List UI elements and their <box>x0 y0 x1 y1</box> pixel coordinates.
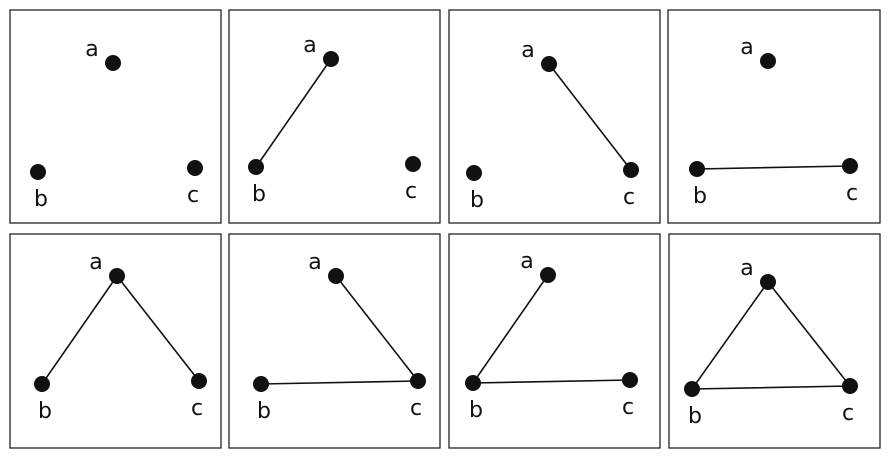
vertex-label-b: b <box>38 399 52 424</box>
vertex-label-b: b <box>470 188 484 213</box>
vertex-a <box>760 53 776 69</box>
edge-b-c <box>696 165 851 170</box>
edge-a-c <box>335 275 419 382</box>
graph-panel-3: a b c <box>448 9 661 224</box>
edge-b-c <box>260 380 419 385</box>
edge-a-b <box>41 275 118 385</box>
vertex-c <box>842 378 858 394</box>
vertex-label-a: a <box>740 256 753 281</box>
vertex-label-a: a <box>308 250 321 275</box>
vertex-label-a: a <box>303 33 316 58</box>
edge-a-b <box>255 58 332 168</box>
panel-frame <box>9 9 222 224</box>
vertex-c <box>842 158 858 174</box>
edge-b-c <box>472 379 631 384</box>
panel-frame <box>228 233 441 449</box>
vertex-b <box>684 381 700 397</box>
vertex-a <box>328 268 344 284</box>
vertex-label-b: b <box>34 187 48 212</box>
vertex-b <box>253 376 269 392</box>
vertex-b <box>465 375 481 391</box>
panel-frame <box>667 9 881 224</box>
vertex-a <box>760 274 776 290</box>
graph-panel-1: a b c <box>9 9 222 224</box>
vertex-c <box>187 160 203 176</box>
vertex-b <box>30 164 46 180</box>
graph-panel-7: a b c <box>448 233 661 449</box>
vertex-label-b: b <box>252 182 266 207</box>
vertex-b <box>689 161 705 177</box>
vertex-label-a: a <box>521 38 534 63</box>
graph-panel-4: a b c <box>667 9 881 224</box>
graph-panel-6: a b c <box>228 233 441 449</box>
vertex-label-b: b <box>693 184 707 209</box>
vertex-label-a: a <box>740 35 753 60</box>
vertex-label-c: c <box>410 396 422 421</box>
vertex-b <box>466 165 482 181</box>
vertex-label-b: b <box>257 399 271 424</box>
graph-panel-8: a b c <box>668 233 881 449</box>
vertex-label-a: a <box>520 249 533 274</box>
edge-a-c <box>767 281 851 387</box>
panel-frame <box>668 233 881 449</box>
vertex-label-c: c <box>187 183 199 208</box>
panel-frame <box>448 9 661 224</box>
vertex-a <box>541 56 557 72</box>
vertex-b <box>248 159 264 175</box>
vertex-label-a: a <box>85 37 98 62</box>
panel-frame <box>448 233 661 449</box>
vertex-a <box>323 51 339 67</box>
vertex-c <box>405 156 421 172</box>
edge-b-c <box>691 385 851 390</box>
vertex-c <box>623 162 639 178</box>
panel-frame <box>228 9 441 224</box>
vertex-c <box>622 372 638 388</box>
vertex-a <box>109 268 125 284</box>
graph-panel-5: a b c <box>9 233 222 449</box>
edge-a-b <box>691 281 769 390</box>
edge-a-c <box>116 275 200 382</box>
vertex-label-b: b <box>688 404 702 429</box>
edge-a-b <box>472 274 549 384</box>
vertex-label-a: a <box>89 250 102 275</box>
vertex-label-c: c <box>846 181 858 206</box>
vertex-b <box>34 376 50 392</box>
vertex-label-c: c <box>191 396 203 421</box>
edge-a-c <box>548 63 632 171</box>
vertex-c <box>410 373 426 389</box>
graph-panel-2: a b c <box>228 9 441 224</box>
vertex-label-b: b <box>469 398 483 423</box>
vertex-label-c: c <box>622 395 634 420</box>
vertex-label-c: c <box>405 179 417 204</box>
vertex-label-c: c <box>623 185 635 210</box>
vertex-a <box>105 55 121 71</box>
vertex-c <box>191 373 207 389</box>
vertex-a <box>540 267 556 283</box>
vertex-label-c: c <box>842 401 854 426</box>
